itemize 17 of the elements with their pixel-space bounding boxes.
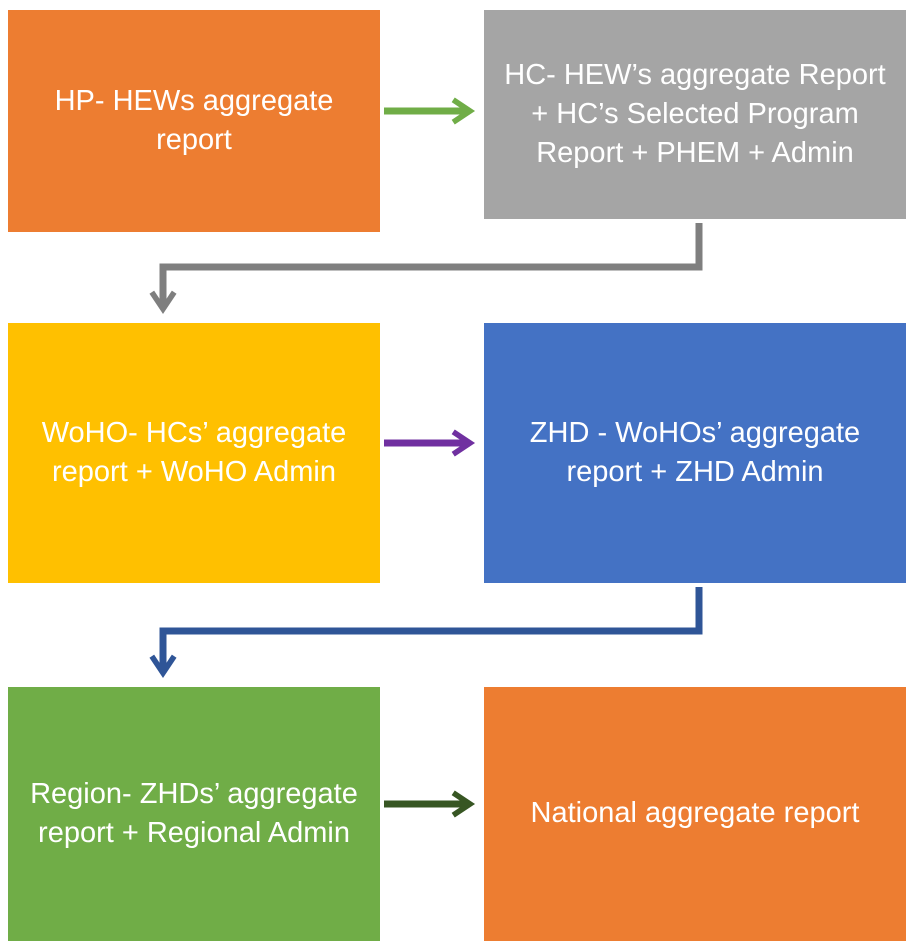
box-label: HC- HEW’s aggregate Report + HC’s Selected Program Report + PHEM + Admin — [503, 58, 887, 172]
box-label: National aggregate report — [530, 796, 860, 832]
box-label: Region- ZHDs’ aggregate report + Regional Admin — [29, 776, 359, 851]
box-label: WoHO- HCs’ aggregate report + WoHO Admin — [40, 416, 348, 490]
arrow — [149, 587, 702, 676]
process-box — [484, 10, 906, 219]
arrow — [384, 790, 473, 818]
box-label: ZHD - WoHOs’ aggregate report + ZHD Admin — [528, 416, 862, 490]
arrow — [384, 429, 473, 457]
process-box — [8, 687, 380, 941]
process-box — [8, 323, 380, 583]
box-label: HP- HEWs aggregate report — [54, 84, 334, 158]
arrow — [149, 223, 702, 312]
arrow — [384, 97, 473, 125]
process-box — [484, 687, 906, 941]
process-box — [8, 10, 380, 232]
process-box — [484, 323, 906, 583]
